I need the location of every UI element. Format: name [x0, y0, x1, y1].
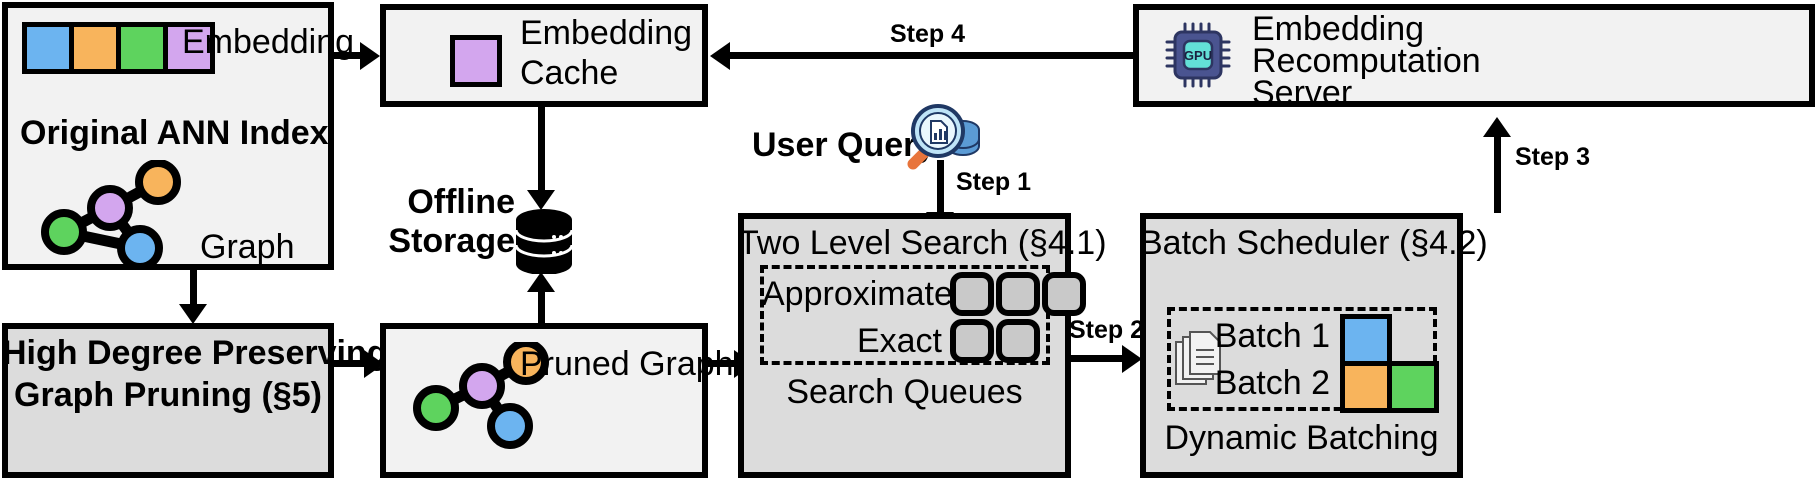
batch-2-label: Batch 2 [1214, 364, 1330, 402]
arrow-step4-head [710, 42, 730, 70]
database-cylinder-icon [514, 209, 574, 274]
embedding-chip-orange [74, 27, 121, 69]
batch-1-chips [1340, 314, 1392, 366]
arrow-step4-shaft [730, 52, 1133, 59]
arrow-pruning-to-pruned-head [364, 350, 384, 378]
embedding-chip-purple [168, 27, 210, 69]
arrow-pruned-to-storage-shaft [538, 290, 545, 333]
batch-chip-green [1392, 366, 1434, 408]
queue-slot[interactable] [996, 319, 1040, 363]
arrow-cache-to-storage-shaft [538, 107, 545, 195]
embedding-chip-blue [27, 27, 74, 69]
batch-2-chips [1340, 361, 1439, 413]
offline-storage-label-line1: Offline [407, 183, 515, 221]
embedding-chip-green [121, 27, 168, 69]
step-1-label: Step 1 [956, 168, 1032, 196]
dynamic-batching-footer: Dynamic Batching [1164, 419, 1439, 457]
arrow-index-to-pruning-head [179, 304, 207, 324]
exact-row-label: Exact [856, 322, 942, 360]
batch-1-label: Batch 1 [1214, 317, 1330, 355]
queue-slot[interactable] [996, 272, 1040, 316]
search-queues-footer: Search Queues [786, 373, 1023, 411]
step-2-label: Step 2 [1069, 316, 1145, 344]
graph-pruning-box [2, 323, 334, 478]
approximate-row-label: Approximate [762, 275, 953, 313]
original-graph-icon [41, 160, 181, 270]
batch-chip-blue [1345, 319, 1387, 361]
graph-pruning-label-line1: High Degree Preserving [2, 334, 388, 372]
dynamic-batching-dashed-region [1167, 307, 1437, 411]
arrow-cache-to-storage-head [527, 190, 555, 210]
arrow-pruned-to-storage-head [527, 272, 555, 292]
gpu-chip-icon: GPU [1165, 22, 1231, 88]
search-queues-dashed-region [760, 265, 1050, 365]
batch-scheduler-title: Batch Scheduler (§4.2) [1140, 224, 1488, 262]
embedding-label: Embedding [182, 23, 355, 61]
arrow-step2-shaft [1071, 355, 1133, 362]
graph-pruning-label-line2: Graph Pruning (§5) [14, 376, 322, 414]
batch-chip-orange [1345, 366, 1392, 408]
step-3-label: Step 3 [1515, 143, 1591, 171]
pruned-graph-icon [413, 342, 549, 449]
arrow-pruned-to-search-shaft [708, 360, 738, 367]
two-level-search-title: Two Level Search (§4.1) [738, 224, 1107, 262]
arrow-step2-head [1122, 345, 1142, 373]
recomputation-server-label-line2: Recomputation [1252, 42, 1481, 80]
recomputation-server-label-line3: Server [1252, 74, 1353, 112]
step-4-label: Step 4 [890, 20, 966, 48]
original-ann-index-label: Original ANN Index [20, 114, 329, 152]
embedding-chip-row [22, 22, 215, 74]
offline-storage-label-line2: Storage [388, 222, 515, 260]
graph-label: Graph [200, 228, 295, 266]
recomputation-server-box [1133, 4, 1815, 107]
arrow-index-to-cache-shaft [334, 52, 364, 59]
queue-slot[interactable] [1042, 272, 1086, 316]
arrow-step3-head [1483, 117, 1511, 137]
pruned-graph-label: Pruned Graph [520, 345, 734, 383]
arrow-index-to-pruning-shaft [190, 268, 197, 308]
queue-slot[interactable] [950, 272, 994, 316]
svg-text:GPU: GPU [1184, 48, 1212, 63]
embedding-cache-box [380, 4, 708, 107]
arrow-step1-shaft [937, 160, 944, 218]
approximate-slot-row [950, 272, 1086, 316]
embedding-cache-label-line2: Cache [520, 54, 619, 92]
queue-slot[interactable] [950, 319, 994, 363]
arrow-index-to-cache-head [360, 42, 380, 70]
exact-slot-row [950, 319, 1040, 363]
embedding-cache-chip [450, 35, 502, 87]
arrow-step3-shaft [1494, 135, 1501, 213]
arrow-pruning-to-pruned-shaft [334, 360, 370, 367]
recomputation-server-label-line1: Embedding [1252, 10, 1425, 48]
embedding-cache-label-line1: Embedding [520, 14, 693, 52]
documents-stack-icon [1175, 331, 1221, 385]
search-document-icon [907, 104, 980, 170]
